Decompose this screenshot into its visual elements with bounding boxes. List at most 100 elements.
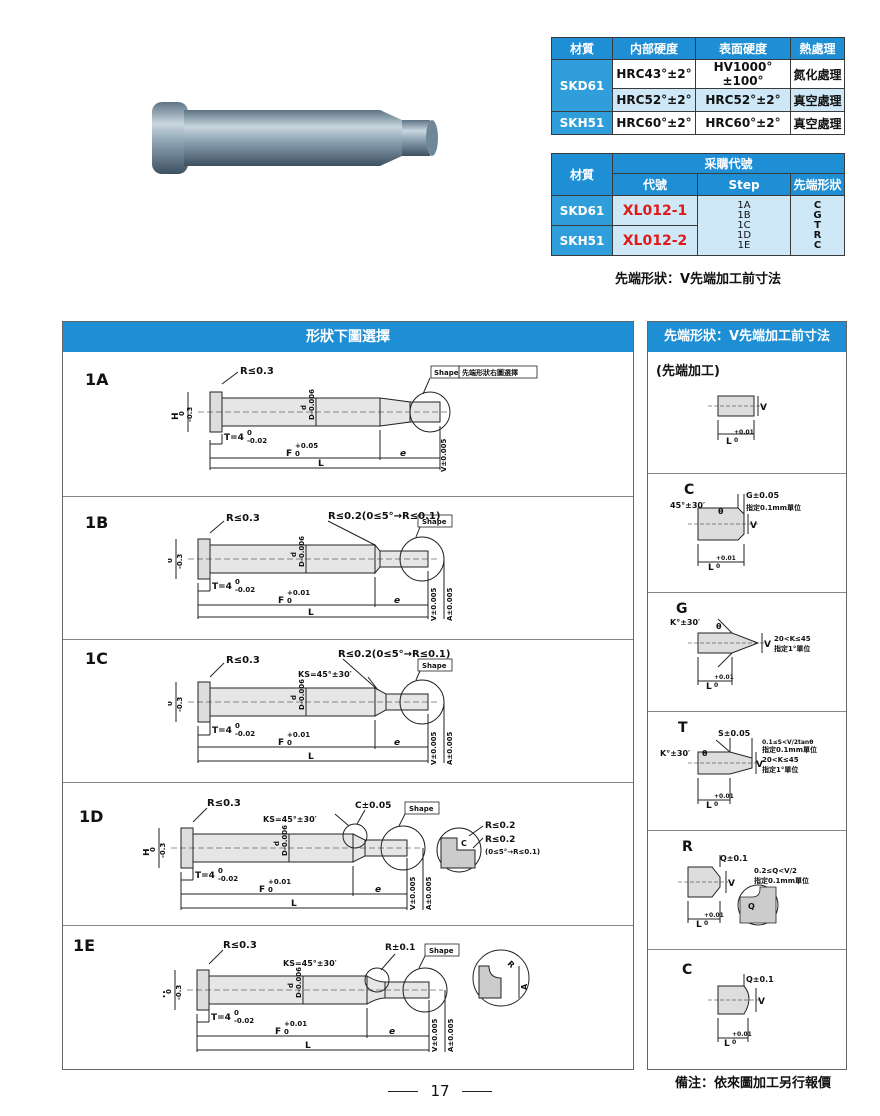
svg-text:KS=45°±30′: KS=45°±30′ (298, 670, 352, 679)
cell-surface: HV1000°±100° (695, 59, 791, 89)
svg-text:T=4: T=4 (224, 433, 244, 443)
svg-text:+0.01: +0.01 (714, 793, 734, 800)
tip-shape-c-round: C Q±0.1 V L +0.01 0 (682, 962, 774, 1049)
svg-text:V: V (728, 879, 735, 889)
svg-text:d: d (290, 552, 298, 557)
footnote: 備注：依來圖加工另行報價 (675, 1076, 832, 1091)
svg-text:S±0.05: S±0.05 (718, 729, 751, 738)
svg-text:+0.01: +0.01 (734, 429, 754, 436)
svg-text:0.2≤Q<V/2: 0.2≤Q<V/2 (754, 867, 797, 875)
svg-text:e: e (394, 596, 400, 606)
svg-text:θ: θ (716, 622, 722, 631)
svg-text:R≤0.3: R≤0.3 (223, 940, 257, 951)
svg-text:H: H (143, 848, 152, 856)
svg-text:R≤0.2: R≤0.2 (485, 821, 515, 831)
svg-text:KS=45°±30′: KS=45°±30′ (283, 959, 337, 968)
table-caption: 先端形狀：V先端加工前寸法 (614, 272, 782, 287)
svg-text:20<K≤45: 20<K≤45 (762, 756, 799, 764)
shape-selection-panel: 形狀下圖選擇 1A 1B 1C 1D 1E R≤0.3 H 0 -0.3 (62, 321, 634, 1070)
svg-text:A: A (520, 983, 529, 990)
svg-text:0: 0 (234, 1009, 239, 1017)
svg-text:0: 0 (734, 437, 738, 444)
cell-surface: HRC60°±2° (695, 111, 791, 135)
svg-text:H: H (163, 990, 168, 998)
th-surface-hardness: 表面硬度 (695, 37, 791, 60)
svg-text:0: 0 (287, 739, 292, 747)
cell-surface: HRC52°±2° (695, 88, 791, 112)
svg-text:e: e (375, 885, 381, 895)
svg-text:A±0.005: A±0.005 (446, 731, 454, 765)
svg-text:V±0.005: V±0.005 (430, 587, 438, 621)
svg-text:V: V (756, 760, 763, 770)
svg-text:R≤0.3: R≤0.3 (226, 513, 260, 524)
svg-text:45°±30′: 45°±30′ (670, 501, 705, 510)
svg-text:R±0.1: R±0.1 (385, 943, 415, 953)
svg-text:(0≤5°→R≤0.1): (0≤5°→R≤0.1) (485, 848, 540, 856)
th-order-code: 采購代號 (612, 153, 845, 174)
svg-text:D-0.006: D-0.006 (298, 536, 306, 567)
svg-text:+0.01: +0.01 (287, 731, 310, 739)
svg-text:L: L (291, 899, 297, 909)
cell-material: SKH51 (551, 225, 613, 256)
svg-text:A±0.005: A±0.005 (446, 587, 454, 621)
tip-shape-c: C G±0.05 指定0.1mm單位 45°±30′ θ V L +0.01 0 (670, 482, 801, 573)
svg-text:A±0.005: A±0.005 (425, 876, 433, 910)
svg-text:F: F (278, 596, 284, 606)
section-label-1d: 1D (79, 807, 104, 826)
svg-text:-0.3: -0.3 (186, 407, 194, 422)
svg-text:Shape: Shape (422, 662, 447, 670)
svg-text:e: e (394, 738, 400, 748)
svg-text:L: L (706, 682, 712, 692)
cell-material: SKD61 (551, 59, 613, 112)
svg-text:R≤0.3: R≤0.3 (226, 655, 260, 666)
th-heat-treatment: 熱處理 (790, 37, 845, 60)
svg-text:0: 0 (168, 558, 174, 563)
svg-text:-0.02: -0.02 (234, 1017, 254, 1025)
svg-text:d: d (273, 841, 281, 846)
tip-shape-panel: 先端形狀：V先端加工前寸法 (先端加工) V L +0.01 0 C G±0.0… (647, 321, 847, 1070)
svg-text:R: R (506, 959, 517, 970)
svg-text:Q±0.1: Q±0.1 (720, 854, 748, 863)
section-label-1b: 1B (85, 513, 109, 532)
svg-text:指定1°單位: 指定1°單位 (774, 644, 810, 653)
svg-text:+0.05: +0.05 (295, 442, 318, 450)
svg-text:R≤0.3: R≤0.3 (240, 366, 274, 377)
svg-text:0: 0 (149, 847, 157, 852)
section-label-1c: 1C (85, 649, 108, 668)
svg-text:KS=45°±30′: KS=45°±30′ (263, 815, 317, 824)
svg-text:R≤0.2(0≤5°→R≤0.1): R≤0.2(0≤5°→R≤0.1) (328, 511, 440, 522)
th-material: 材質 (551, 153, 613, 196)
svg-text:0: 0 (165, 989, 173, 994)
cell-inner: HRC60°±2° (612, 111, 696, 135)
cell-treat: 真空處理 (790, 111, 845, 135)
svg-text:Shape: Shape (422, 518, 447, 526)
svg-text:F: F (275, 1027, 281, 1037)
svg-text:-0.3: -0.3 (159, 843, 167, 858)
svg-text:0: 0 (714, 801, 718, 808)
svg-text:L: L (308, 608, 314, 618)
svg-text:+0.01: +0.01 (714, 674, 734, 681)
svg-text:0: 0 (295, 450, 300, 458)
svg-text:-0.02: -0.02 (218, 875, 238, 883)
svg-text:L: L (724, 1039, 730, 1049)
svg-text:e: e (400, 449, 406, 459)
svg-text:Shape: Shape (434, 369, 459, 377)
drawing-1d: R≤0.3 KS=45°±30′ C±0.05 H 0 -0.3 T=4 0 -… (143, 798, 540, 910)
svg-text:D-0.006: D-0.006 (308, 389, 316, 420)
svg-text:20<K≤45: 20<K≤45 (774, 635, 811, 643)
svg-text:θ: θ (718, 507, 724, 516)
svg-text:D-0.006: D-0.006 (298, 679, 306, 710)
cell-material: SKD61 (551, 195, 613, 226)
svg-text:V±0.005: V±0.005 (409, 876, 417, 910)
svg-text:-0.02: -0.02 (247, 437, 267, 445)
section-label-1a: 1A (85, 370, 109, 389)
svg-text:+0.01: +0.01 (704, 912, 724, 919)
svg-text:θ: θ (702, 749, 708, 758)
svg-text:R≤0.3: R≤0.3 (207, 798, 241, 809)
svg-text:V: V (764, 640, 771, 650)
svg-text:F: F (259, 885, 265, 895)
svg-text:0: 0 (268, 886, 273, 894)
svg-text:指定0.1mm單位: 指定0.1mm單位 (746, 503, 801, 512)
svg-text:T=4: T=4 (212, 582, 232, 592)
